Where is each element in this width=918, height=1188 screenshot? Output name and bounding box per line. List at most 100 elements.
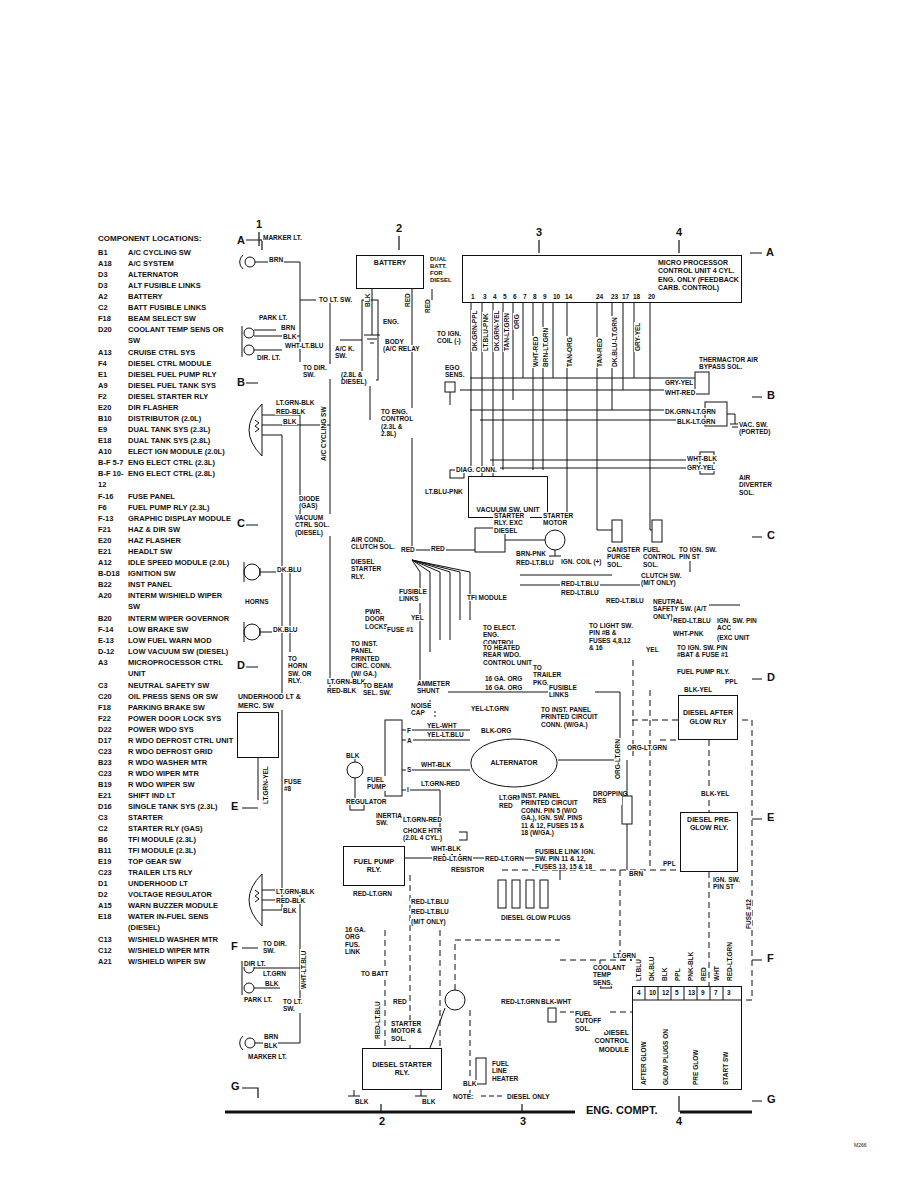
location-code: E21 [97, 546, 127, 557]
wire-label: BLK-ORG [480, 727, 512, 734]
grid-marker: B [236, 376, 246, 389]
component-name: NEUTRAL SAFETY SW [127, 680, 235, 691]
wire-label: PPL [674, 967, 681, 982]
component-name: W/SHIELD WIPER MTR [127, 945, 235, 956]
grid-marker: 2 [378, 1115, 386, 1128]
wire-label: 9 [700, 989, 706, 996]
relay-box: FUEL PUMP RLY. [343, 846, 405, 886]
wire-label: TO BATT [360, 970, 390, 977]
component-name: FUEL PUMP RLY (2.3L) [127, 502, 235, 513]
wire-label: TO IGN. SW. PIN ST [678, 546, 720, 561]
location-code: D3 [97, 269, 127, 280]
wire-label: BLK [354, 1098, 369, 1105]
component-name: ENG ELECT CTRL (2.3L) [127, 457, 235, 468]
bottom-components [548, 1008, 556, 1022]
location-code: A12 [97, 557, 127, 568]
wire-label: 23 [610, 293, 619, 300]
starter-fuse-wiring [498, 880, 506, 908]
location-code: D-12 [97, 646, 127, 657]
wire-label: RED [404, 292, 411, 308]
wire-label: 6 [512, 293, 518, 300]
location-code: D1 [97, 878, 127, 889]
wire-label: BLK [282, 418, 297, 425]
wire-label: FUEL CONTROL SOL. [642, 546, 676, 568]
lamp-symbols [245, 1038, 255, 1048]
wire-label: LT.GRN [612, 952, 637, 959]
wire-label: DIODE (GAS) [298, 495, 325, 510]
wire-label: 12 [661, 989, 670, 996]
lamp-symbols [240, 255, 243, 269]
wire-label: BLK [661, 967, 668, 982]
wire-label: BLK [364, 293, 371, 308]
wire-label: THERMACTOR AIR BYPASS SOL. [698, 356, 760, 371]
location-code: E18 [97, 911, 127, 922]
wire-label: PPL [724, 678, 739, 685]
bottom-components [430, 1008, 445, 1048]
wire-label: TO LT. SW. [282, 998, 306, 1013]
lamp-switch-box: UNDERHOOD LT & MERC. SW [237, 712, 279, 758]
wire-label: RED [400, 546, 416, 553]
bottom-components [348, 1090, 427, 1096]
left-wiring [254, 262, 330, 1043]
wire-label: BLK-WHT [540, 998, 572, 1005]
starter-fuse-wiring [652, 520, 662, 542]
wire-label: PRE GLOW [692, 1049, 699, 1086]
wire-label: GRY-YEL [664, 379, 694, 386]
location-code: C23 [97, 746, 127, 757]
wire-label: BLK [462, 1080, 477, 1087]
relay-box: DIESEL AFTER GLOW RLY [678, 695, 738, 740]
wire-label: DIESEL STARTER RLY. [350, 558, 387, 580]
node-text: ALTERNATOR [490, 759, 537, 767]
wire-label: STARTER RLY. EXC DIESEL [493, 512, 530, 534]
location-code: B1 [97, 247, 127, 258]
wire-label: BLK [345, 752, 360, 759]
grid-marker: B [766, 389, 776, 402]
wire-label: 18 [632, 293, 641, 300]
wire-label: LT.GRN-YEL [262, 765, 269, 805]
processor-harness [695, 372, 709, 394]
wire-label: RED-LT.BLU [515, 559, 555, 566]
location-code: E20 [97, 535, 127, 546]
wire-label: 16 GA. ORG [484, 675, 523, 682]
grid-ticks [225, 1111, 752, 1114]
lamp-symbols [244, 345, 254, 355]
component-name: INTERM W/SHIELD WIPER SW [127, 590, 235, 613]
location-code: A9 [97, 380, 127, 391]
wire-label: AIR COND. CLUTCH SOL. [350, 536, 396, 551]
wire-label: (A/C RELAY [382, 345, 421, 352]
wire-label: 5 [502, 293, 508, 300]
location-code: C20 [97, 691, 127, 702]
wire-label: TAN-ORG [566, 336, 573, 368]
component-name: LOW BRAKE SW [127, 624, 235, 635]
component-name: LOW VACUUM SW (DIESEL) [127, 646, 235, 657]
wire-label: S [406, 766, 412, 773]
wire-label: (EXC UNIT [716, 634, 751, 641]
relay-box: DIESEL STARTER RLY. [362, 1048, 442, 1090]
wire-label: VACUUM CTRL SOL. (DIESEL) [294, 514, 336, 536]
wire-label: TO DIR. SW. [302, 364, 332, 379]
location-code: B19 [97, 779, 127, 790]
lamp-symbols [244, 562, 260, 582]
location-code: B11 [97, 845, 127, 856]
wire-label: 10 [648, 989, 657, 996]
location-code: A15 [97, 900, 127, 911]
wire-label: WHT-LT.BLU [284, 342, 325, 349]
wire-label: 24 [595, 293, 604, 300]
location-code: B23 [97, 757, 127, 768]
wire-label: FUSIBLE LINK IGN. SW. PIN 11 & 12, FUSES… [534, 848, 598, 870]
component-name: VOLTAGE REGULATOR [127, 889, 235, 900]
processor-harness [450, 392, 451, 405]
wire-label: RED-LT.GRN [432, 855, 473, 862]
location-code: B22 [97, 579, 127, 590]
wire-label: PNK-BLK [687, 951, 694, 982]
component-name: DIESEL FUEL TANK SYS [127, 380, 235, 391]
node-text: MICRO PROCESSOR CONTROL UNIT 4 CYL. ENG.… [658, 259, 740, 293]
wire-label: TO LIGHT SW. PIN #B & FUSES 4,8,12 & 16 [588, 622, 638, 652]
wire-label: TO LT. SW. [318, 296, 353, 303]
wire-label: RED-BLK [326, 687, 357, 694]
wire-label: RED [430, 545, 446, 552]
wire-label: GRY-YEL [634, 322, 641, 352]
wire-label: A/C K. SW. [334, 345, 360, 360]
lamp-symbols [245, 257, 255, 267]
wire-label: LT.GRN-BLK [275, 399, 316, 406]
